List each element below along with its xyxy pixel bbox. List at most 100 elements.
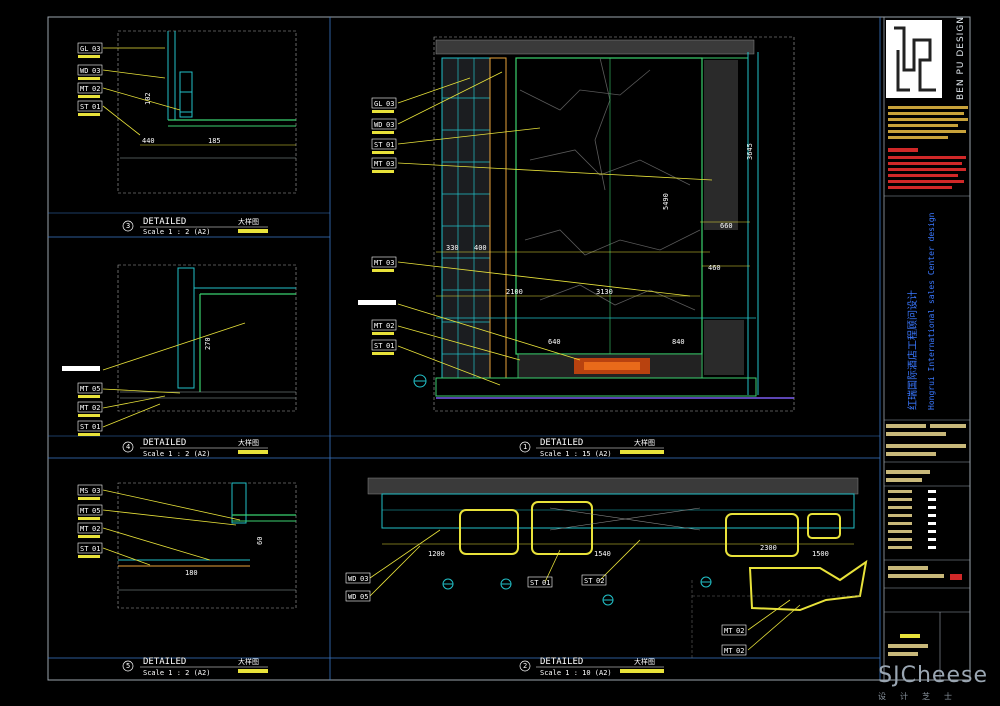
elevation-leaders	[397, 71, 713, 386]
dimension-660: 660	[720, 222, 733, 230]
svg-text:MT: MT	[374, 322, 383, 330]
dimension-180: 180	[185, 569, 198, 577]
title-block	[883, 16, 971, 681]
svg-text:Scale 1 : 15 (A2): Scale 1 : 15 (A2)	[540, 450, 612, 458]
svg-text:5: 5	[126, 662, 130, 670]
project-name-en: Hongrui International sales Center desig…	[927, 212, 936, 410]
detail-4-leaders	[102, 322, 246, 428]
svg-text:MT: MT	[80, 507, 89, 515]
plan-drawing	[367, 477, 868, 658]
svg-text:01: 01	[386, 342, 394, 350]
svg-text:MS: MS	[80, 487, 88, 495]
dimension-330: 330	[446, 244, 459, 252]
detail-title-3: 3 DETAILED Scale 1 : 2 (A2) 大样图	[122, 217, 268, 236]
svg-text:02: 02	[736, 647, 744, 655]
detail-5-drawing	[117, 482, 297, 609]
detail-3-drawing	[117, 30, 297, 194]
watermark: SJCheese	[878, 663, 988, 688]
detail-3-leaders	[102, 47, 181, 136]
detail-title-5: 5 DETAILED Scale 1 : 2 (A2) 大样图	[122, 657, 268, 677]
svg-text:ST: ST	[584, 577, 593, 585]
svg-text:DETAILED: DETAILED	[143, 657, 186, 667]
svg-text:03: 03	[386, 100, 394, 108]
watermark-sub: 设计芝士	[878, 692, 966, 701]
svg-text:MT: MT	[80, 85, 89, 93]
section-marker-icon	[413, 374, 427, 388]
svg-text:03: 03	[386, 160, 394, 168]
title-block-table	[884, 424, 970, 680]
dimension-400: 400	[474, 244, 487, 252]
svg-text:MT: MT	[80, 525, 89, 533]
svg-text:大样图: 大样图	[238, 217, 259, 226]
dimension-460: 460	[708, 264, 721, 272]
svg-text:01: 01	[386, 141, 394, 149]
dimension-3130: 3130	[596, 288, 613, 296]
svg-text:02: 02	[386, 322, 394, 330]
svg-text:2: 2	[523, 662, 527, 670]
svg-text:03: 03	[386, 121, 394, 129]
dimension-840: 840	[672, 338, 685, 346]
svg-text:DETAILED: DETAILED	[540, 438, 583, 448]
svg-text:ST: ST	[374, 141, 383, 149]
svg-text:大样图: 大样图	[634, 438, 655, 447]
svg-text:05: 05	[92, 385, 100, 393]
svg-text:4: 4	[126, 443, 130, 451]
svg-text:MT: MT	[724, 647, 733, 655]
dimension-1540: 1540	[594, 550, 611, 558]
svg-text:05: 05	[92, 507, 100, 515]
dimension-2300: 2300	[760, 544, 777, 552]
detail-title-1: 1 DETAILED Scale 1 : 15 (A2) 大样图	[519, 438, 664, 458]
svg-text:Scale 1 : 2 (A2): Scale 1 : 2 (A2)	[143, 669, 210, 677]
svg-text:05: 05	[360, 593, 368, 601]
dimension-2100: 2100	[506, 288, 523, 296]
dimension-3645: 3645	[746, 143, 754, 160]
svg-text:02: 02	[92, 404, 100, 412]
section-marker-icon	[442, 578, 454, 590]
plan-leaders	[369, 529, 801, 651]
svg-text:ST: ST	[80, 545, 89, 553]
svg-text:03: 03	[360, 575, 368, 583]
svg-text:03: 03	[92, 67, 100, 75]
section-marker-icon	[602, 594, 614, 606]
svg-text:DETAILED: DETAILED	[143, 438, 186, 448]
svg-text:Scale 1 : 2 (A2): Scale 1 : 2 (A2)	[143, 450, 210, 458]
svg-text:WD: WD	[348, 593, 356, 601]
svg-text:大样图: 大样图	[238, 657, 259, 666]
svg-text:03: 03	[92, 487, 100, 495]
dimension-640: 640	[548, 338, 561, 346]
svg-text:GL: GL	[374, 100, 382, 108]
svg-text:MT: MT	[80, 385, 89, 393]
detail-4-drawing	[117, 264, 297, 412]
svg-text:大样图: 大样图	[238, 438, 259, 447]
svg-text:02: 02	[736, 627, 744, 635]
svg-text:01: 01	[542, 579, 550, 587]
svg-text:大样图: 大样图	[634, 657, 655, 666]
svg-text:440: 440	[142, 137, 155, 145]
svg-text:WD: WD	[374, 121, 382, 129]
svg-text:03: 03	[386, 259, 394, 267]
detail-5-leaders	[102, 489, 241, 566]
material-tag: GL 03	[371, 97, 397, 113]
svg-text:ST: ST	[374, 342, 383, 350]
svg-text:02: 02	[596, 577, 604, 585]
svg-text:03: 03	[92, 45, 100, 53]
section-marker-icon	[500, 578, 512, 590]
elevation-drawing	[433, 36, 795, 412]
svg-text:01: 01	[92, 545, 100, 553]
svg-text:MT: MT	[80, 404, 89, 412]
svg-text:01: 01	[92, 103, 100, 111]
svg-text:Scale 1 : 2 (A2): Scale 1 : 2 (A2)	[143, 228, 210, 236]
